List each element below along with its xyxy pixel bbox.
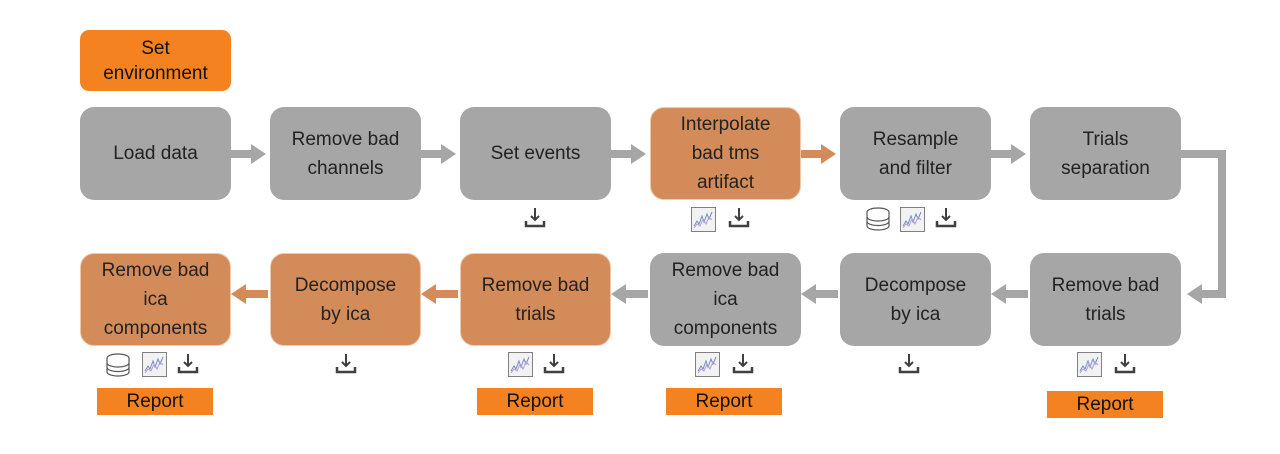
download-icon[interactable] (335, 352, 357, 374)
signal-plot-icon[interactable] (1077, 352, 1102, 377)
step-label-line: Remove bad (1051, 274, 1160, 296)
step-decompose-by-ica-first[interactable]: Decompose by ica (840, 253, 991, 346)
step-remove-bad-ica-components-first[interactable]: Remove bad ica components (650, 253, 801, 346)
arrow-2-3 (421, 144, 456, 164)
step-label-line: Trials (1082, 128, 1129, 150)
signal-plot-icon[interactable] (142, 352, 167, 377)
env-line-1: Set (141, 37, 170, 59)
step-label-line: Remove bad (101, 260, 210, 281)
database-icon[interactable] (866, 207, 890, 231)
arrow-1-2 (231, 144, 266, 164)
download-icon[interactable] (177, 352, 199, 374)
step-label-line: Remove bad (481, 274, 590, 296)
arrow-r2-6-5 (991, 284, 1028, 304)
arrow-4-5 (801, 144, 836, 164)
step-label-line: artifact (696, 172, 754, 193)
download-icon[interactable] (935, 206, 957, 228)
report-button[interactable]: Report (477, 388, 593, 415)
step-resample-and-filter[interactable]: Resample and filter (840, 107, 991, 200)
step-label-line: Interpolate (680, 114, 771, 135)
step-remove-bad-channels[interactable]: Remove bad channels (270, 107, 421, 200)
step-label-line: by ica (890, 303, 941, 325)
step-remove-bad-ica-components-final[interactable]: Remove bad ica components (80, 253, 231, 346)
signal-plot-icon[interactable] (691, 207, 716, 232)
download-icon[interactable] (898, 352, 920, 374)
download-icon[interactable] (728, 206, 750, 228)
database-icon[interactable] (106, 353, 130, 377)
set-environment-box[interactable]: Set environment (80, 30, 231, 91)
download-icon[interactable] (1114, 352, 1136, 374)
step-trials-separation[interactable]: Trials separation (1030, 107, 1181, 200)
step-set-events[interactable]: Set events (460, 107, 611, 200)
step-remove-bad-trials-first[interactable]: Remove bad trials (1030, 253, 1181, 346)
step-label-line: trials (515, 303, 556, 325)
step-remove-bad-trials-second[interactable]: Remove bad trials (460, 253, 611, 346)
step-label-line: ica (143, 289, 168, 310)
step-label-line: bad tms (691, 143, 760, 164)
step-label-line: Decompose (294, 274, 397, 296)
download-icon[interactable] (524, 206, 546, 228)
step-label: Set events (490, 143, 581, 164)
step-label-line: Resample (872, 128, 959, 150)
arrow-3-4 (611, 144, 646, 164)
step-label-line: trials (1085, 303, 1126, 325)
arrow-5-6 (991, 144, 1026, 164)
env-line-2: environment (103, 62, 208, 84)
report-button[interactable]: Report (1047, 391, 1163, 418)
signal-plot-icon[interactable] (695, 352, 720, 377)
step-label-line: separation (1061, 157, 1150, 179)
step-label-line: and filter (879, 157, 952, 179)
step-decompose-by-ica-second[interactable]: Decompose by ica (270, 253, 421, 346)
arrow-r2-2-1 (231, 284, 268, 304)
step-label-line: Remove bad (291, 128, 400, 150)
report-button[interactable]: Report (97, 388, 213, 415)
arrow-r2-3-2 (421, 284, 458, 304)
step-label-line: Remove bad (671, 260, 780, 281)
step-label-line: by ica (320, 303, 371, 325)
step-label-line: components (103, 318, 208, 339)
arrow-r2-5-4 (801, 284, 838, 304)
step-label-line: channels (307, 157, 384, 179)
download-icon[interactable] (732, 352, 754, 374)
step-load-data[interactable]: Load data (80, 107, 231, 200)
step-label-line: components (673, 318, 778, 339)
signal-plot-icon[interactable] (508, 352, 533, 377)
step-label-line: Decompose (864, 274, 967, 296)
step-interpolate-bad-tms-artifact[interactable]: Interpolate bad tms artifact (650, 107, 801, 200)
arrow-r2-4-3 (611, 284, 648, 304)
signal-plot-icon[interactable] (900, 207, 925, 232)
step-label-line: ica (713, 289, 738, 310)
report-button[interactable]: Report (666, 388, 782, 415)
download-icon[interactable] (543, 352, 565, 374)
step-label: Load data (113, 143, 198, 164)
arrow-row-connector (1180, 150, 1226, 304)
